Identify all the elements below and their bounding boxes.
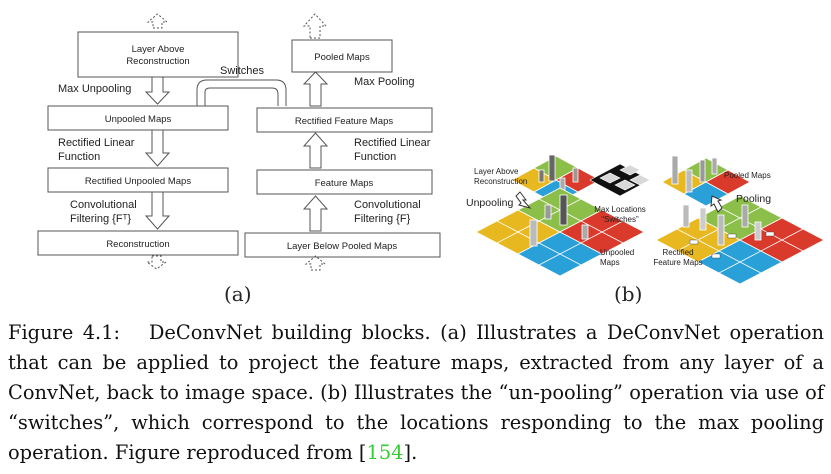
b-max-locations-label: “Switches” bbox=[601, 215, 639, 224]
rectified-unpooled-maps-label: Rectified Unpooled Maps bbox=[85, 176, 191, 187]
b-pooled-maps-label: Pooled Maps bbox=[724, 171, 771, 180]
conv-filtering-label-left: Filtering {Fᵀ} bbox=[70, 213, 131, 225]
rectified-linear-label-right: Function bbox=[354, 151, 396, 163]
down-arrow bbox=[144, 129, 171, 167]
rectified-unpooled-maps-box bbox=[47, 167, 229, 193]
rectified-feature-maps-box bbox=[256, 107, 433, 133]
figure-diagram: Layer Above Reconstruction Unpooled Maps… bbox=[37, 13, 825, 285]
max-unpooling-label: Max Unpooling bbox=[58, 83, 131, 95]
unpooled-maps-label: Unpooled Maps bbox=[105, 114, 172, 125]
up-arrow bbox=[302, 71, 329, 107]
unpooled-maps-box bbox=[47, 105, 229, 131]
layer-above-label: Layer Above bbox=[132, 44, 185, 55]
pooled-map-small bbox=[661, 155, 751, 207]
rectified-linear-label-left: Function bbox=[58, 151, 100, 163]
panel-b-label: (b) bbox=[614, 282, 643, 306]
rectified-linear-label-left: Rectified Linear bbox=[58, 137, 135, 149]
conv-filtering-label-right: Convolutional bbox=[354, 199, 421, 211]
b-max-locations-label: Max Locations bbox=[594, 205, 646, 214]
up-arrow bbox=[302, 132, 329, 169]
reconstruction-label: Reconstruction bbox=[106, 239, 169, 250]
figure-caption: Figure 4.1: DeConvNet building blocks. (… bbox=[8, 318, 824, 468]
pooled-maps-label: Pooled Maps bbox=[314, 52, 370, 63]
conv-filtering-label-right: Filtering {F} bbox=[354, 213, 411, 225]
feature-maps-label: Feature Maps bbox=[315, 178, 374, 189]
caption-text: Figure 4.1: DeConvNet building blocks. (… bbox=[8, 321, 824, 464]
dashed-up-arrow-bottom bbox=[304, 255, 327, 271]
layer-above-box bbox=[77, 31, 239, 78]
max-pooling-label: Max Pooling bbox=[354, 76, 415, 88]
feature-maps-box bbox=[256, 169, 433, 195]
switches-grid bbox=[589, 163, 651, 197]
unpooled-map bbox=[475, 187, 645, 277]
rectified-feature-maps-label: Rectified Feature Maps bbox=[295, 116, 393, 127]
b-layer-above-label: Layer Above bbox=[474, 167, 519, 176]
unpooling-arrow bbox=[515, 191, 532, 209]
up-arrow bbox=[302, 195, 329, 232]
pooling-arrow bbox=[710, 195, 723, 213]
b-unpooling-label: Unpooling bbox=[466, 197, 513, 209]
b-unpooled-maps-label: Unpooled bbox=[600, 248, 634, 257]
dashed-up-arrow-left bbox=[146, 13, 169, 29]
conv-filtering-label-left: Convolutional bbox=[70, 199, 137, 211]
rectified-linear-label-right: Rectified Linear bbox=[354, 137, 431, 149]
down-arrow bbox=[144, 191, 171, 230]
panel-a-label: (a) bbox=[224, 282, 252, 306]
layer-above-label: Reconstruction bbox=[126, 56, 189, 67]
citation-link[interactable]: 154 bbox=[366, 441, 404, 464]
down-arrow bbox=[144, 76, 171, 105]
panel-a bbox=[37, 13, 441, 271]
rectified-feature-map bbox=[655, 195, 825, 285]
b-layer-above-label: Reconstruction bbox=[474, 177, 527, 186]
reconstruction-box bbox=[37, 230, 239, 256]
layer-below-label: Layer Below Pooled Maps bbox=[287, 241, 398, 252]
b-pooling-label: Pooling bbox=[736, 193, 771, 205]
switches-label: Switches bbox=[220, 65, 265, 77]
b-rectified-feature-maps-label: Feature Maps bbox=[653, 258, 702, 267]
pooled-maps-box bbox=[291, 39, 393, 73]
dashed-up-arrow-right bbox=[302, 13, 328, 39]
switches-connector bbox=[196, 79, 287, 106]
b-unpooled-maps-label: Maps bbox=[600, 258, 620, 267]
b-rectified-feature-maps-label: Rectified bbox=[662, 248, 693, 257]
panel-b bbox=[475, 154, 825, 285]
caption-suffix: ]. bbox=[403, 441, 418, 464]
dashed-down-arrow-left bbox=[145, 255, 168, 270]
layer-below-box bbox=[244, 232, 441, 258]
